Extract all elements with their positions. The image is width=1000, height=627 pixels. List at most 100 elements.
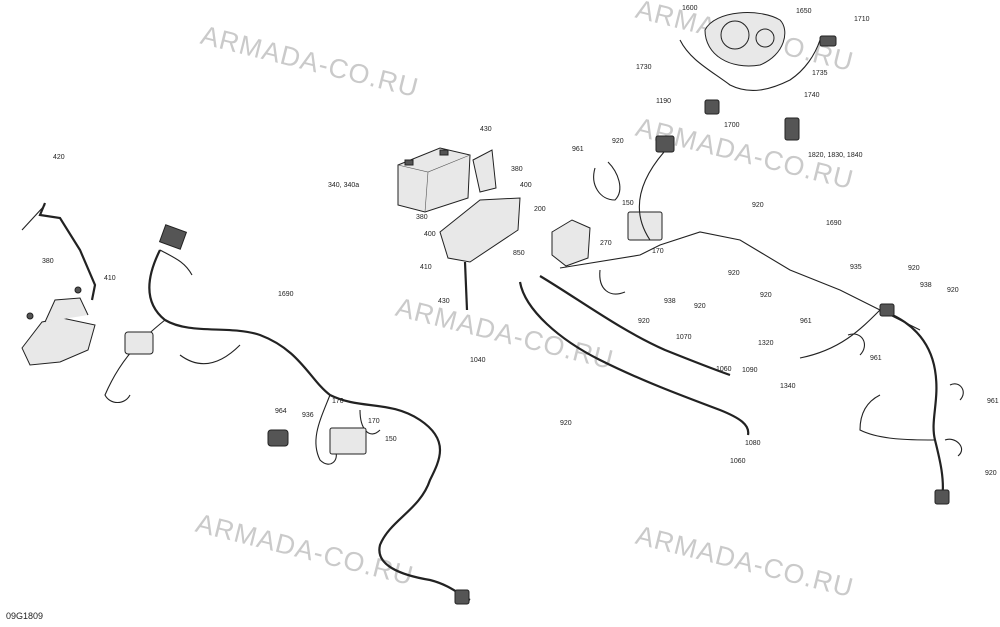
harness-branch bbox=[179, 344, 241, 365]
part-label: 1190 bbox=[656, 98, 672, 105]
hold-strap bbox=[463, 261, 469, 311]
connector bbox=[655, 135, 675, 153]
part-label: 1060 bbox=[730, 458, 746, 465]
gauge-dial bbox=[755, 28, 775, 48]
connector bbox=[879, 303, 895, 317]
part-label: 920 bbox=[560, 420, 572, 427]
switch bbox=[704, 99, 720, 115]
diagram-code: 09G1809 bbox=[6, 611, 44, 621]
switch bbox=[784, 117, 800, 141]
part-label: 1090 bbox=[742, 367, 758, 374]
part-label: 936 bbox=[302, 412, 314, 419]
connector bbox=[819, 35, 837, 47]
part-label: 1040 bbox=[470, 357, 486, 364]
part-label: 400 bbox=[520, 182, 532, 189]
part-label: 380 bbox=[511, 166, 523, 173]
cable-tie-961 bbox=[944, 438, 963, 457]
part-label: 430 bbox=[480, 126, 492, 133]
battery-tray bbox=[439, 197, 521, 263]
fastener bbox=[74, 286, 82, 294]
connector bbox=[267, 429, 289, 447]
relay-box bbox=[124, 331, 154, 355]
part-label: 420 bbox=[53, 154, 65, 161]
cluster-harness bbox=[679, 39, 821, 91]
part-label: 961 bbox=[800, 318, 812, 325]
harness-main bbox=[518, 281, 750, 436]
part-label: 1070 bbox=[676, 334, 692, 341]
part-label: 850 bbox=[513, 250, 525, 257]
part-label: 270 bbox=[600, 240, 612, 247]
harness-branch bbox=[559, 231, 921, 331]
part-label: 961 bbox=[987, 398, 999, 405]
harness-branch bbox=[638, 151, 665, 241]
part-label: 961 bbox=[870, 355, 882, 362]
part-label: 1820, 1830, 1840 bbox=[808, 152, 863, 159]
part-label: 920 bbox=[612, 138, 624, 145]
part-label: 920 bbox=[638, 318, 650, 325]
battery bbox=[397, 147, 471, 213]
part-label: 1710 bbox=[854, 16, 870, 23]
part-label: 1340 bbox=[780, 383, 796, 390]
part-label: 920 bbox=[694, 303, 706, 310]
module-150-center bbox=[627, 211, 663, 241]
battery-tray-left-wall bbox=[44, 297, 89, 323]
bracket-430 bbox=[472, 149, 497, 193]
harness-branch bbox=[599, 269, 626, 295]
part-label: 935 bbox=[850, 264, 862, 271]
cable-tie-961 bbox=[847, 333, 865, 356]
part-label: 1740 bbox=[804, 92, 820, 99]
part-label: 964 bbox=[275, 408, 287, 415]
part-label: 1730 bbox=[636, 64, 652, 71]
part-label: 1320 bbox=[758, 340, 774, 347]
battery-front-edge bbox=[424, 171, 429, 213]
harness-1690 bbox=[148, 249, 471, 601]
battery-terminal bbox=[439, 149, 449, 156]
part-label: 938 bbox=[920, 282, 932, 289]
part-label: 170 bbox=[652, 248, 664, 255]
part-label: 920 bbox=[728, 270, 740, 277]
fastener bbox=[26, 312, 34, 320]
part-label: 1690 bbox=[826, 220, 842, 227]
connector bbox=[934, 489, 950, 505]
harness-right bbox=[879, 308, 944, 501]
part-label: 150 bbox=[622, 200, 634, 207]
battery-tray-left bbox=[21, 317, 96, 366]
harness-branch bbox=[859, 394, 936, 441]
harness-branch bbox=[799, 309, 881, 359]
part-label: 920 bbox=[760, 292, 772, 299]
part-label: 961 bbox=[572, 146, 584, 153]
solenoid-box bbox=[551, 219, 591, 267]
part-label: 410 bbox=[104, 275, 116, 282]
part-label: 938 bbox=[664, 298, 676, 305]
part-label: 170 bbox=[368, 418, 380, 425]
gauge-dial bbox=[720, 20, 750, 50]
connector bbox=[158, 224, 188, 250]
part-label: 1060 bbox=[716, 366, 732, 373]
part-label: 920 bbox=[908, 265, 920, 272]
connector bbox=[454, 589, 470, 605]
part-label: 1600 bbox=[682, 5, 698, 12]
part-label: 380 bbox=[42, 258, 54, 265]
part-label: 1700 bbox=[724, 122, 740, 129]
part-label: 340, 340a bbox=[328, 182, 360, 189]
cable-tie-961 bbox=[949, 383, 964, 401]
bracket-strap bbox=[38, 202, 97, 301]
part-label: 200 bbox=[534, 206, 546, 213]
part-label: 920 bbox=[752, 202, 764, 209]
part-label: 410 bbox=[420, 264, 432, 271]
fuse-loop-961 bbox=[593, 161, 621, 201]
bracket-strap-edge bbox=[21, 204, 46, 231]
part-label: 920 bbox=[985, 470, 997, 477]
part-label: 1080 bbox=[745, 440, 761, 447]
part-label: 1735 bbox=[812, 70, 828, 77]
part-label: 430 bbox=[438, 298, 450, 305]
part-label: 170 bbox=[332, 398, 344, 405]
part-label: 150 bbox=[385, 436, 397, 443]
part-label: 1690 bbox=[278, 291, 294, 298]
part-label: 1650 bbox=[796, 8, 812, 15]
part-label: 380 bbox=[416, 214, 428, 221]
module-150-left bbox=[329, 427, 367, 455]
part-label: 920 bbox=[947, 287, 959, 294]
